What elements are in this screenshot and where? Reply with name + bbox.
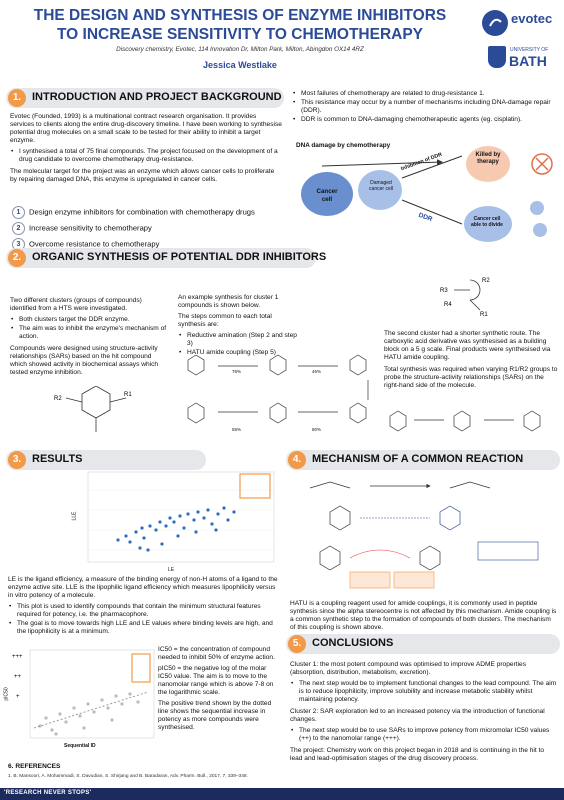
yield-4: 80% (312, 427, 322, 432)
hit-compound-structure: R2 R1 (54, 386, 132, 432)
section-4-text: HATU is a coupling reagent used for amid… (290, 600, 557, 631)
svg-text:+++: +++ (12, 654, 23, 660)
section-1-right-text: Most failures of chemotherapy are relate… (292, 90, 558, 125)
diagram-killed: Killed by therapy (475, 152, 501, 165)
yield-2: 46% (312, 369, 322, 374)
svg-text:R1: R1 (480, 312, 488, 318)
affiliation: Discovery chemistry, Evotec, 114 Innovat… (116, 46, 364, 53)
poster-header: THE DESIGN AND SYNTHESIS OF ENZYME INHIB… (0, 0, 564, 80)
yield-3: 55% (232, 427, 242, 432)
bath-logo: UNIVERSITY OF BATH (488, 44, 560, 72)
reference-1: 1. B. Mansoori, A. Mohammadi, S. Davudia… (8, 774, 248, 779)
section-2-mid-text: An example synthesis for cluster 1 compo… (178, 294, 300, 358)
diagram-damaged: Damaged cancer cell (369, 180, 393, 192)
plot1-ylabel: LLE (71, 511, 78, 521)
plot1-xlabel: LE (168, 567, 175, 573)
svg-text:R4: R4 (444, 302, 452, 308)
svg-text:+: + (16, 694, 20, 700)
section-3-right-text: IC50 = the concentration of compound nee… (158, 646, 275, 731)
section-1-header: 1. INTRODUCTION AND PROJECT BACKGROUND (6, 88, 284, 108)
diagram-cancer-cell: Cancer cell (316, 188, 338, 203)
ddr-diagram (301, 146, 553, 242)
svg-text:R2: R2 (482, 278, 490, 284)
diagram-dna-label: DNA damage by chemotherapy (296, 142, 391, 149)
section-3-text: LE is the ligand efficiency, a measure o… (8, 576, 278, 637)
lle-le-plot (87, 471, 275, 563)
section-2-left-text: Two different clusters (groups of compou… (10, 297, 170, 380)
section-5-header: 5. CONCLUSIONS (286, 634, 560, 654)
section-2-right-text: The second cluster had a shorter synthet… (384, 330, 558, 389)
cluster2-structure: R3 R4 R2 R1 (440, 278, 490, 318)
footer-bar: 'RESEARCH NEVER STOPS' (0, 788, 564, 800)
pic50-plot: +++ ++ + (12, 649, 155, 739)
section-5-text: Cluster 1: the most potent compound was … (290, 661, 558, 766)
author: Jessica Westlake (203, 60, 277, 70)
cluster2-scheme (389, 410, 541, 432)
svg-text:R1: R1 (124, 392, 132, 398)
evotec-logo: evotec (482, 6, 560, 40)
synthesis-scheme (187, 354, 369, 424)
svg-text:R2: R2 (54, 396, 62, 402)
svg-text:++: ++ (14, 674, 22, 680)
footer-slogan: 'RESEARCH NEVER STOPS' (4, 790, 92, 796)
section-1-text: Evotec (Founded, 1993) is a multinationa… (10, 113, 282, 187)
plot2-ylabel: pIC50 (3, 687, 10, 701)
section-3-header: 3. RESULTS (6, 450, 206, 470)
poster-title: THE DESIGN AND SYNTHESIS OF ENZYME INHIB… (33, 7, 447, 43)
section-4-header: 4. MECHANISM OF A COMMON REACTION (286, 450, 560, 470)
svg-text:R3: R3 (440, 288, 448, 294)
yield-1: 76% (232, 369, 242, 374)
references-title: 6. REFERENCES (8, 763, 61, 770)
section-2-header: 2. ORGANIC SYNTHESIS OF POTENTIAL DDR IN… (6, 248, 326, 268)
diagram-able: Cancer cell able to divide (471, 216, 503, 228)
hatu-mechanism (309, 481, 539, 589)
plot2-xlabel: Sequential ID (64, 743, 96, 749)
